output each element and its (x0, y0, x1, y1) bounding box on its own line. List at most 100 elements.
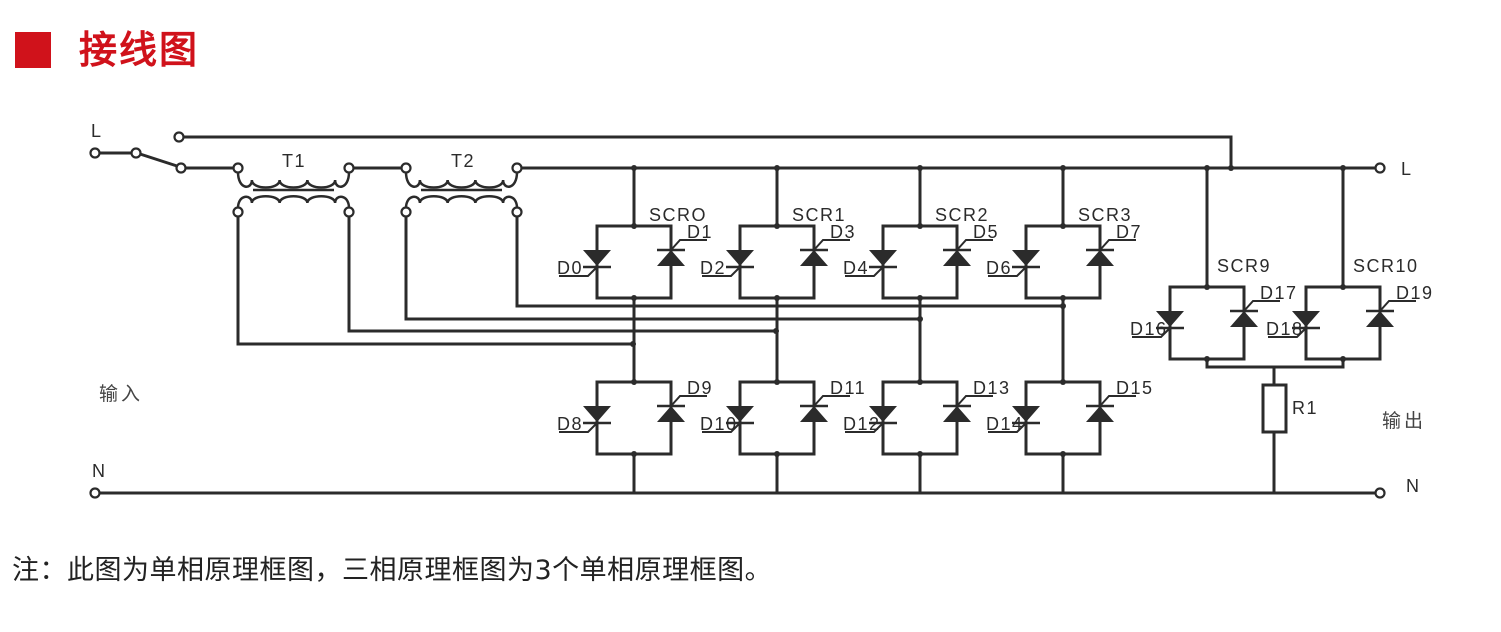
scr-label: SCR1 (792, 205, 846, 225)
header-square-icon (15, 32, 51, 68)
transformer-terminal (232, 162, 244, 174)
thyristor-down-icon (726, 406, 754, 422)
section-title: 接线图 (79, 28, 200, 72)
junction-dot (1060, 223, 1066, 229)
terminal (89, 487, 101, 499)
thyristor-up-icon (1366, 311, 1394, 327)
junction-dot (631, 223, 637, 229)
line-in-label: L (91, 121, 103, 141)
scr-label: SCR10 (1353, 256, 1419, 276)
diode-label: D7 (1116, 222, 1142, 242)
junction-dot (631, 379, 637, 385)
gate-lead (1379, 300, 1416, 312)
scr-label: SCR9 (1217, 256, 1271, 276)
thyristor-down-icon (1012, 250, 1040, 266)
terminal (1374, 162, 1386, 174)
diode-label: D17 (1260, 283, 1298, 303)
transformer-terminal (343, 162, 355, 174)
junction-dot (1204, 284, 1210, 290)
transformer-primary-coil (404, 171, 519, 189)
junction-dot (773, 328, 779, 334)
gate-lead (988, 266, 1027, 277)
gate-lead (1268, 327, 1307, 338)
gate-lead (956, 395, 993, 407)
components (89, 131, 1416, 499)
transformer-secondary-coil (236, 195, 351, 209)
thyristor-up-icon (1230, 311, 1258, 327)
transformer-t2-label: T2 (451, 151, 475, 171)
tap-wire (404, 217, 920, 321)
diode-label: D12 (843, 414, 881, 434)
diode-label: D19 (1396, 283, 1434, 303)
scr-bottom-pair (1024, 380, 1102, 456)
tap-wire (515, 217, 1063, 308)
junction-dot (774, 165, 780, 171)
gate-lead (1243, 300, 1280, 312)
junction-dot (917, 223, 923, 229)
thyristor-down-icon (869, 250, 897, 266)
terminal (89, 147, 101, 159)
junction-dot (1060, 379, 1066, 385)
diode-label: D11 (830, 378, 866, 398)
scr-bottom-pair (595, 380, 673, 456)
thyristor-up-icon (943, 406, 971, 422)
junction-dot (631, 295, 637, 301)
junction-dot (917, 295, 923, 301)
junction-dot (774, 451, 780, 457)
labels: L N L N 输入 输出 T1 T2 R1 D0D1SCROD2D3SCR1D… (91, 121, 1434, 496)
scr-label: SCR2 (935, 205, 989, 225)
terminal (1374, 487, 1386, 499)
scr-bottom-pair (738, 380, 816, 456)
diode-label: D10 (700, 414, 738, 434)
neutral-in-label: N (92, 461, 107, 481)
thyristor-up-icon (1086, 406, 1114, 422)
junction-dot (1060, 165, 1066, 171)
junction-dot (631, 451, 637, 457)
diode-label: D4 (843, 258, 869, 278)
resistor-r1-label: R1 (1292, 398, 1318, 418)
junction-dot (631, 165, 637, 171)
resistor-r1 (1261, 383, 1288, 434)
junction-dot (774, 379, 780, 385)
junction-dot (1340, 165, 1346, 171)
junction-dot (1204, 356, 1210, 362)
junction-dot (917, 379, 923, 385)
transformer-secondary-coil (404, 195, 519, 209)
scr-top-pair (881, 224, 959, 300)
transformer-terminal (400, 206, 412, 218)
diode-label: D2 (700, 258, 726, 278)
junction-dot (1060, 451, 1066, 457)
transformer-primary-coil (236, 171, 351, 189)
thyristor-up-icon (943, 250, 971, 266)
scr-output-pair (1168, 285, 1246, 361)
junction-dot (1340, 356, 1346, 362)
thyristor-down-icon (1156, 311, 1184, 327)
gate-lead (1099, 395, 1136, 407)
junction-dot (630, 341, 636, 347)
junction-dot (1204, 165, 1210, 171)
thyristor-up-icon (657, 250, 685, 266)
thyristor-down-icon (583, 250, 611, 266)
thyristor-down-icon (869, 406, 897, 422)
gate-lead (702, 422, 741, 433)
diode-label: D15 (1116, 378, 1154, 398)
gate-lead (988, 422, 1027, 433)
junction-dot (917, 316, 923, 322)
junction-dot (917, 451, 923, 457)
gate-lead (813, 239, 850, 251)
scr-top-pair (738, 224, 816, 300)
scr-bottom-pair (881, 380, 959, 456)
junction-dot (774, 295, 780, 301)
tap-wire (236, 217, 633, 346)
junction-dot (1060, 295, 1066, 301)
switch-blade (139, 152, 178, 168)
thyristor-down-icon (726, 250, 754, 266)
gate-lead (845, 266, 884, 277)
neutral-out-label: N (1406, 476, 1421, 496)
diode-label: D14 (986, 414, 1024, 434)
gate-lead (1132, 327, 1171, 338)
scr-top-pair (1024, 224, 1102, 300)
gate-lead (702, 266, 741, 277)
gate-lead (845, 422, 884, 433)
